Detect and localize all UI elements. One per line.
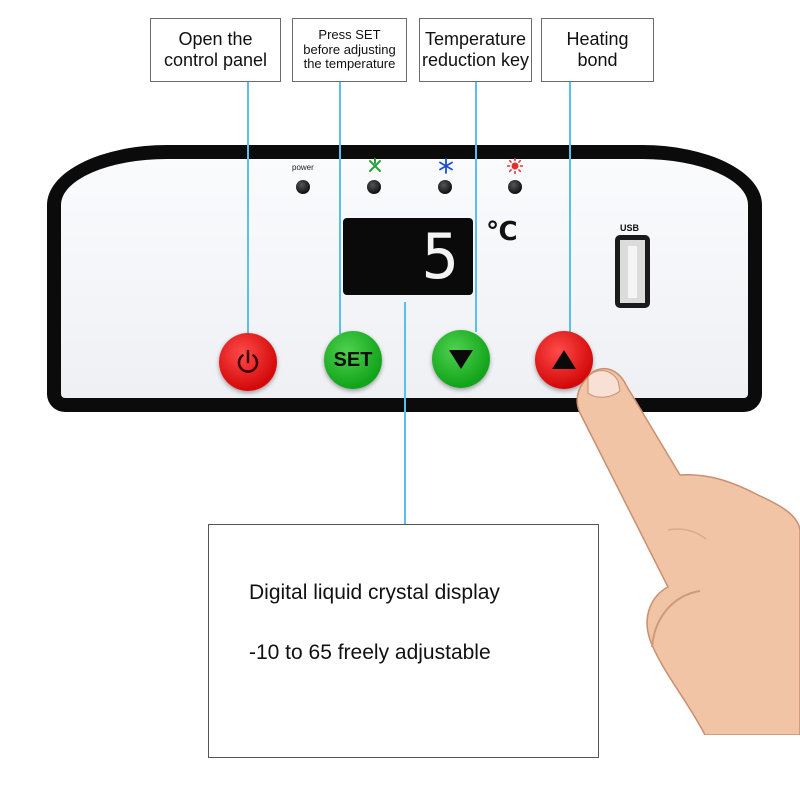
description-box: Digital liquid crystal display -10 to 65… xyxy=(208,524,599,758)
temperature-up-button[interactable] xyxy=(535,331,593,389)
fan-icon xyxy=(369,158,381,172)
callout-press-set: Press SET before adjusting the temperatu… xyxy=(292,18,407,82)
callout-text-line: reduction key xyxy=(421,50,530,70)
cooling-led xyxy=(438,180,452,194)
leader-line-down xyxy=(475,82,477,332)
lcd-display: 5 xyxy=(343,218,473,295)
snowflake-icon xyxy=(439,158,453,174)
leader-line-power xyxy=(247,82,249,334)
triangle-up-icon xyxy=(552,350,576,369)
leader-line-display xyxy=(404,302,406,524)
triangle-down-icon xyxy=(449,350,473,369)
callout-temperature-reduction: Temperature reduction key xyxy=(419,18,532,82)
lcd-temperature-value: 5 xyxy=(421,220,461,293)
callout-text-line: Press SET xyxy=(318,26,381,42)
set-button[interactable]: SET xyxy=(324,331,382,389)
power-button[interactable] xyxy=(219,333,277,391)
callout-text-line: bond xyxy=(577,50,618,70)
usb-label: USB xyxy=(620,223,640,233)
pointing-hand-image xyxy=(576,367,800,735)
sun-icon xyxy=(507,158,523,174)
temperature-down-button[interactable] xyxy=(432,330,490,388)
description-line-1: Digital liquid crystal display xyxy=(249,581,500,604)
fan-led xyxy=(367,180,381,194)
usb-port xyxy=(615,235,650,308)
callout-open-control-panel: Open the control panel xyxy=(150,18,281,82)
set-button-label: SET xyxy=(333,348,373,371)
callout-text-line: Temperature xyxy=(424,29,527,50)
power-icon xyxy=(237,349,259,373)
callout-text-line: the temperature xyxy=(303,56,396,72)
heating-led xyxy=(508,180,522,194)
power-led xyxy=(296,180,310,194)
leader-line-up xyxy=(569,82,571,332)
callout-heating-bond: Heating bond xyxy=(541,18,654,82)
description-line-2: -10 to 65 freely adjustable xyxy=(249,641,491,664)
power-indicator-label: power xyxy=(292,163,314,172)
callout-text-line: Open the xyxy=(178,29,253,50)
callout-text-line: before adjusting xyxy=(303,41,396,57)
callout-text-line: Heating xyxy=(566,29,629,50)
celsius-unit: ℃ xyxy=(486,216,518,246)
callout-text-line: control panel xyxy=(163,50,268,70)
leader-line-set xyxy=(339,82,341,334)
